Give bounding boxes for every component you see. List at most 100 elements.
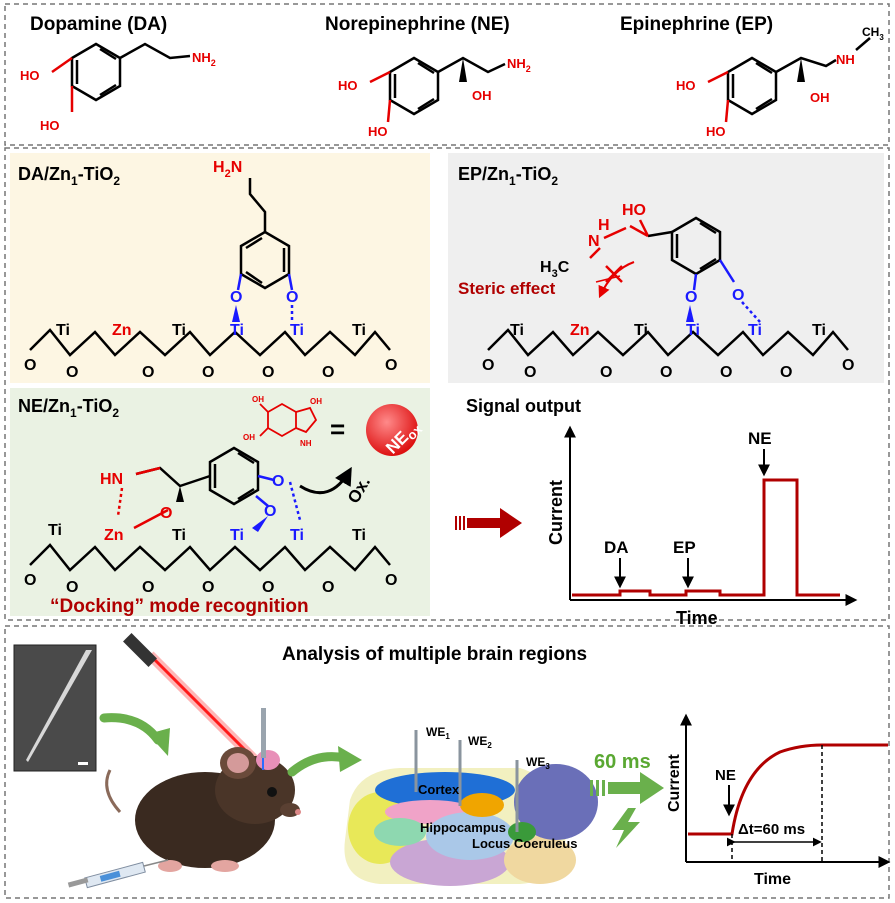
da-surface-lattice	[29, 328, 391, 357]
region-locus-coeruleus: Locus Coeruleus	[472, 836, 577, 851]
response-curve	[688, 743, 888, 836]
middle-panel-border	[4, 147, 890, 621]
syringe	[67, 859, 169, 889]
svg-text:O: O	[780, 364, 792, 381]
ep-surface-atoms: O Ti O Zn O Ti O Ti O Ti O Ti O	[482, 322, 854, 381]
svg-text:Ti: Ti	[290, 527, 304, 544]
svg-text:Ti: Ti	[230, 322, 244, 339]
svg-text:Ti: Ti	[352, 527, 366, 544]
svg-text:O: O	[482, 357, 494, 374]
peak-label-ne: NE	[748, 429, 772, 448]
oxidation-arrow	[299, 466, 352, 495]
svg-text:O: O	[66, 579, 78, 596]
svg-text:O: O	[322, 579, 334, 596]
lightning-icon	[612, 808, 640, 848]
ne-hn: HN	[100, 471, 123, 488]
sem-to-mouse-arrowhead	[148, 728, 170, 756]
da-o-2: O	[286, 289, 298, 306]
ep-panel-h3c: H3C	[540, 259, 570, 280]
svg-text:O: O	[142, 364, 154, 381]
svg-text:O: O	[24, 572, 36, 589]
svg-text:Ti: Ti	[634, 322, 648, 339]
ep-ho-2: HO	[706, 124, 726, 139]
svg-text:O: O	[202, 364, 214, 381]
da-o-1: O	[230, 289, 242, 306]
ep-panel-title: EP/Zn1-TiO2	[458, 164, 558, 188]
svg-text:Ti: Ti	[56, 322, 70, 339]
da-ho-1: HO	[20, 68, 40, 83]
ep-structure	[707, 37, 871, 123]
we3-label: WE3	[526, 755, 550, 771]
title-dopamine: Dopamine (DA)	[30, 14, 167, 35]
ep-nh: NH	[836, 52, 855, 67]
ep-o-1: O	[685, 289, 697, 306]
ep-panel-nh-h: H	[598, 217, 610, 234]
region-hippocampus: Hippocampus	[420, 820, 506, 835]
da-nh2: NH2	[192, 50, 216, 68]
we1-label: WE1	[426, 725, 450, 741]
sem-to-mouse-arrow	[99, 713, 163, 745]
ne-o-blue-2: O	[264, 503, 276, 520]
ep-o-2: O	[732, 287, 744, 304]
ne-ox-ball	[366, 404, 418, 456]
svg-text:Ti: Ti	[48, 522, 62, 539]
region-cortex: Cortex	[418, 782, 460, 797]
mouse-to-brain-arrowhead	[338, 746, 362, 772]
we2-label: WE2	[468, 734, 492, 750]
svg-text:Zn: Zn	[104, 527, 124, 544]
mouse-illustration	[105, 747, 301, 872]
signal-arrow	[455, 508, 522, 538]
da-surface-atoms: O Ti O Zn O Ti O Ti O Ti O Ti O	[24, 322, 397, 381]
svg-text:O: O	[524, 364, 536, 381]
response-ne-label: NE	[715, 767, 736, 784]
sem-probe-image	[13, 644, 97, 772]
top-panel-border	[4, 3, 890, 146]
dopamine-structure	[51, 42, 191, 112]
svg-text:O: O	[322, 364, 334, 381]
ne-ox-oh-3: OH	[310, 397, 322, 406]
brain-electrodes	[414, 730, 519, 832]
ne-ox-equals: =	[330, 414, 345, 444]
ep-oh: OH	[810, 90, 830, 105]
brain-map	[344, 764, 598, 886]
da-h2n: H2N	[213, 159, 242, 180]
ne-ox-oh-1: OH	[252, 395, 264, 404]
svg-text:O: O	[385, 357, 397, 374]
svg-text:O: O	[842, 357, 854, 374]
ep-panel-ho: HO	[622, 202, 646, 219]
ne-ox-nh: NH	[300, 439, 312, 448]
response-axes	[680, 713, 891, 868]
svg-text:O: O	[600, 364, 612, 381]
title-norepinephrine: Norepinephrine (NE)	[325, 14, 510, 35]
svg-text:O: O	[262, 364, 274, 381]
svg-text:Ti: Ti	[510, 322, 524, 339]
signal-title: Signal output	[466, 396, 581, 416]
svg-text:Ti: Ti	[172, 322, 186, 339]
title-epinephrine: Epinephrine (EP)	[620, 14, 773, 35]
svg-text:O: O	[66, 364, 78, 381]
response-ylabel: Current	[666, 754, 683, 812]
svg-text:Zn: Zn	[112, 322, 132, 339]
svg-text:O: O	[385, 572, 397, 589]
ne-panel-title: NE/Zn1-TiO2	[18, 396, 119, 420]
ne-nh2: NH2	[507, 56, 531, 74]
ne-ox-molecule	[259, 402, 318, 438]
steric-effect-label: Steric effect	[458, 279, 556, 298]
ep-ch3: CH3	[862, 25, 884, 42]
signal-ylabel: Current	[546, 480, 566, 545]
ne-panel-bg	[10, 388, 430, 616]
svg-text:O: O	[720, 364, 732, 381]
da-adsorbate	[232, 178, 294, 322]
signal-trace	[572, 478, 840, 597]
implanted-electrode	[261, 708, 266, 770]
ne-ox-oh-2: OH	[243, 433, 255, 442]
svg-text:Ti: Ti	[352, 322, 366, 339]
ne-surface-atoms: O Ti O Zn O Ti O Ti O Ti O Ti O	[24, 522, 397, 596]
svg-text:Ti: Ti	[748, 322, 762, 339]
response-xlabel: Time	[754, 871, 791, 888]
ne-oh: OH	[472, 88, 492, 103]
ne-ho-2: HO	[368, 124, 388, 139]
ne-o-blue-1: O	[272, 473, 284, 490]
ne-structure	[369, 56, 506, 123]
